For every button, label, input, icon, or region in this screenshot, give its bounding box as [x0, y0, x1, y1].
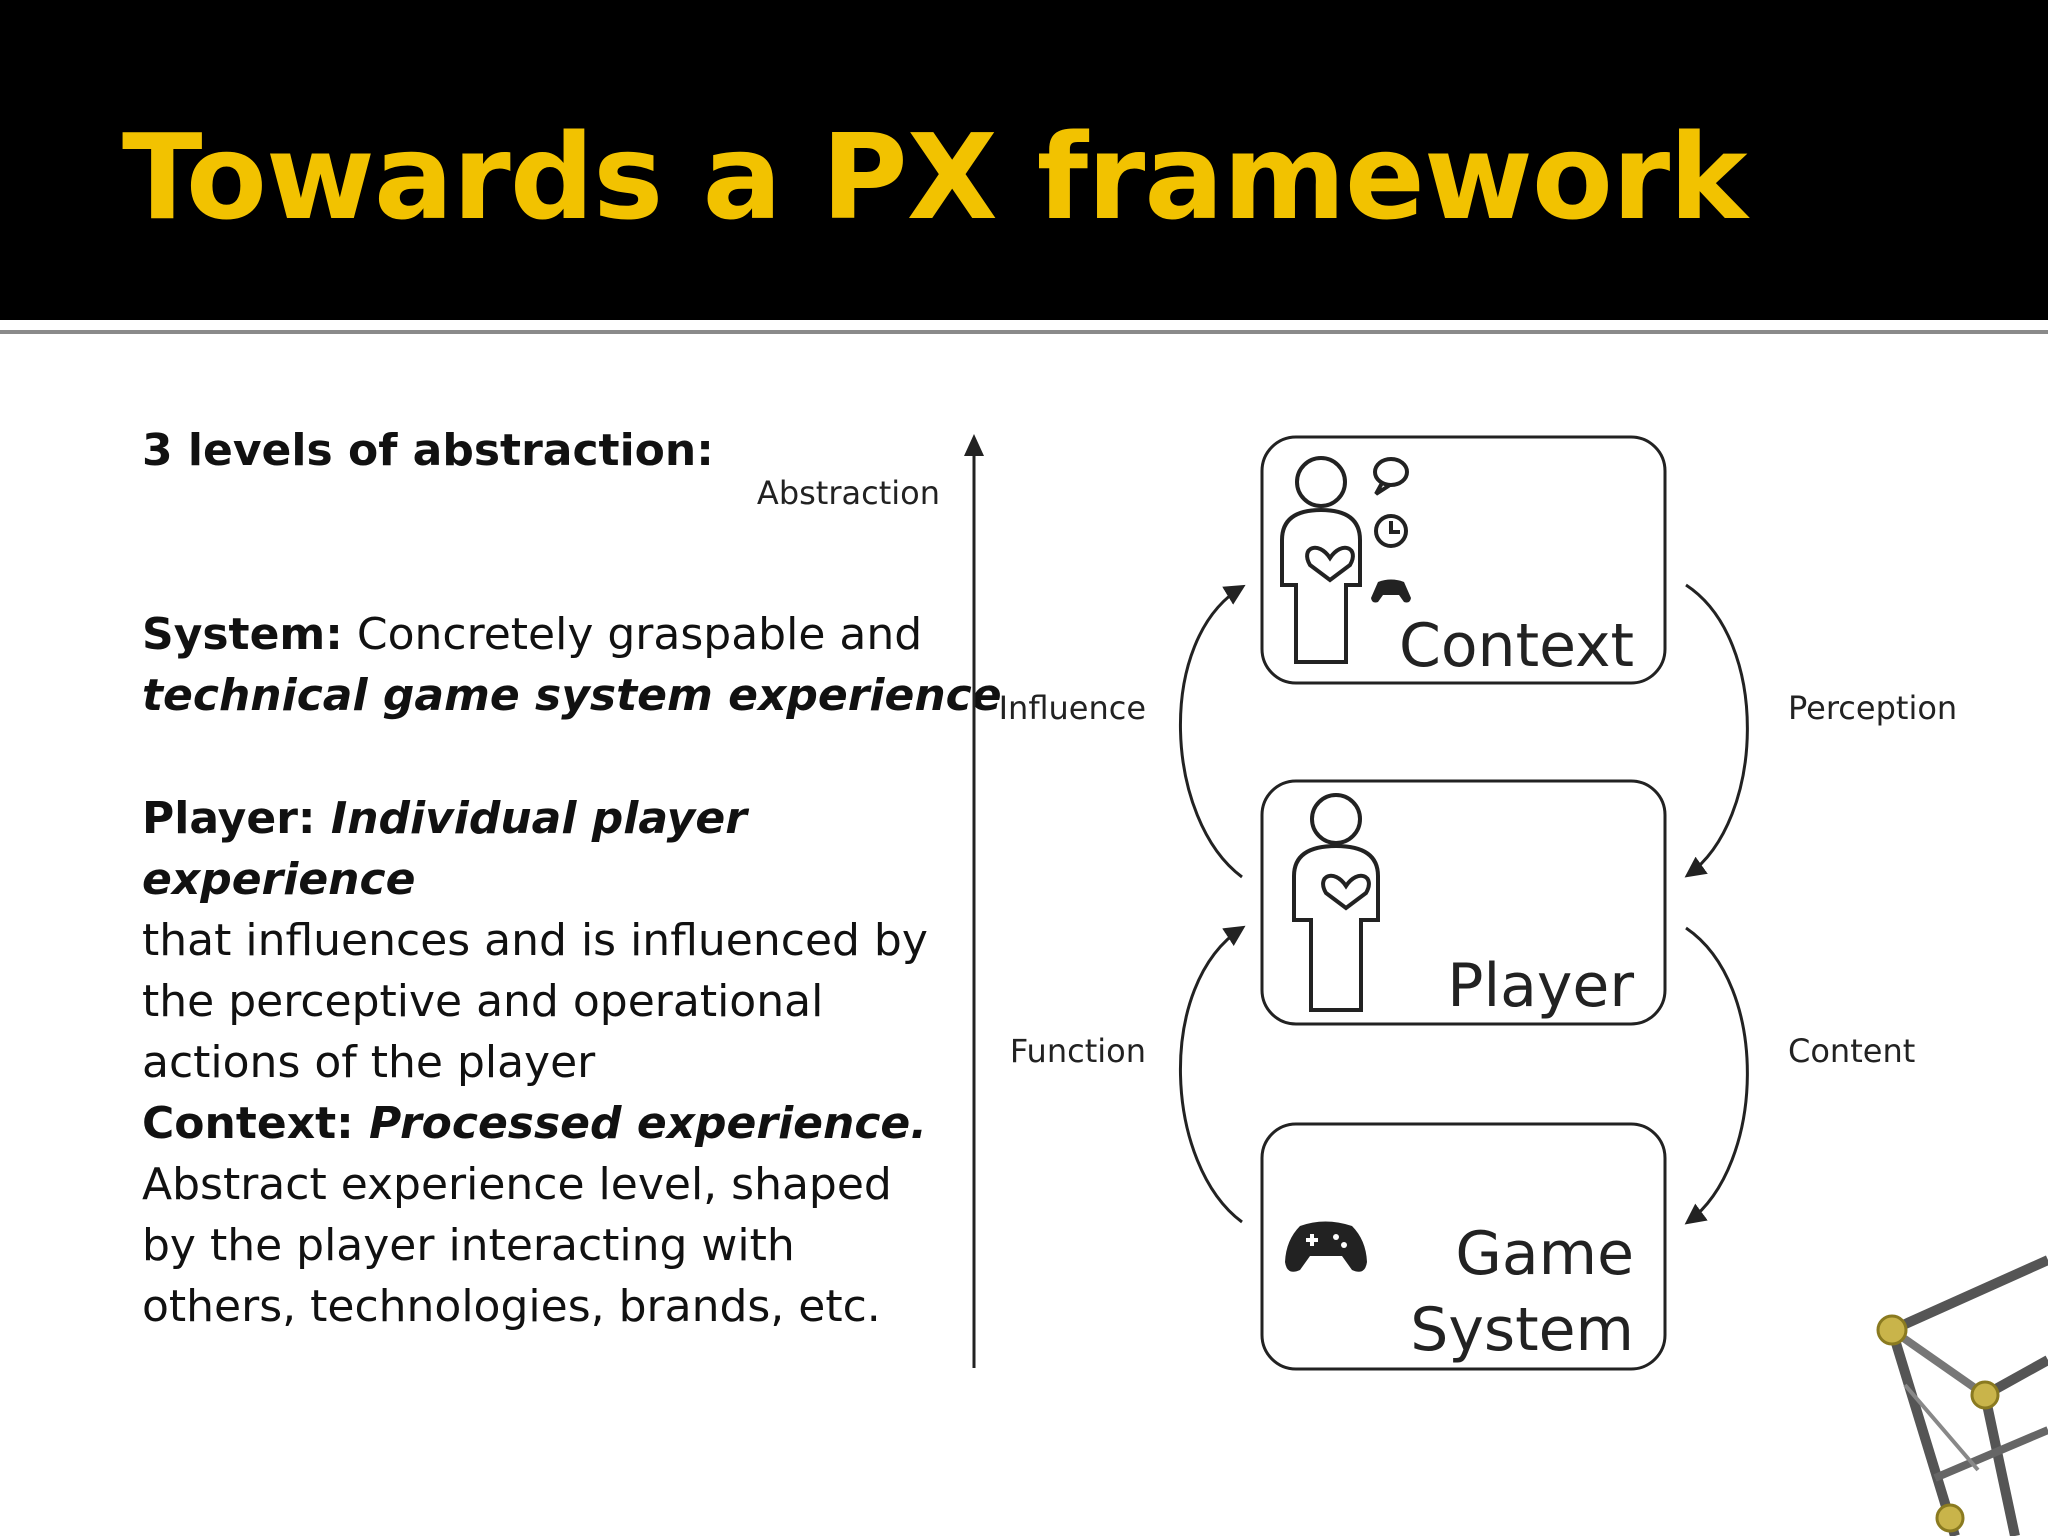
system-emphasis: technical game system experience: [142, 670, 1002, 721]
player-label: Player:: [142, 793, 316, 844]
game-box-label-line2: System: [1410, 1295, 1634, 1365]
context-box: [1260, 435, 1667, 685]
heart-icon: [1321, 873, 1371, 911]
system-paragraph: System: Concretely graspable and technic…: [142, 604, 1002, 726]
game-system-box: [1260, 1122, 1667, 1371]
perception-arrow: [1684, 583, 1749, 878]
heart-icon: [1305, 545, 1355, 583]
person-icon: [1292, 793, 1380, 1012]
slide-title: Towards a PX framework: [122, 108, 1748, 246]
gamepad-button: [1333, 1234, 1339, 1240]
content-label: Content: [1788, 1032, 1915, 1070]
title-bar: [0, 0, 2048, 320]
context-box-label: Context: [1399, 611, 1634, 681]
axis-arrowhead: [964, 434, 984, 456]
player-text: that influences and is influenced by the…: [142, 915, 928, 1088]
clock-icon: [1374, 514, 1408, 548]
gamepad-button: [1341, 1242, 1347, 1248]
influence-label: Influence: [999, 689, 1146, 727]
person-icon: [1280, 456, 1362, 664]
gamepad-dpad: [1306, 1234, 1318, 1246]
content-arrow: [1684, 926, 1749, 1225]
levels-heading: 3 levels of abstraction:: [142, 425, 714, 476]
player-emphasis: Individual player experience: [142, 793, 747, 905]
title-divider: [0, 330, 2048, 334]
context-label: Context:: [142, 1098, 354, 1149]
player-paragraph: Player: Individual player experience tha…: [142, 788, 942, 1093]
player-box-label: Player: [1447, 951, 1634, 1021]
system-text: Concretely graspable and: [342, 609, 923, 660]
perception-label: Perception: [1788, 689, 1957, 727]
gamepad-icon: [1371, 579, 1411, 603]
gamepad-icon: [1285, 1221, 1367, 1272]
system-label: System:: [142, 609, 343, 660]
truss-decoration: [1876, 1255, 2048, 1536]
game-box-label-line1: Game: [1455, 1219, 1634, 1289]
context-emphasis: Processed experience.: [353, 1098, 927, 1149]
speech-bubble-icon: [1373, 457, 1409, 496]
axis-label: Abstraction: [757, 474, 940, 512]
function-label: Function: [1010, 1032, 1146, 1070]
function-arrow: [1179, 925, 1246, 1224]
context-paragraph: Context: Processed experience. Abstract …: [142, 1093, 942, 1337]
influence-arrow: [1179, 584, 1246, 879]
context-text: Abstract experience level, shaped by the…: [142, 1159, 892, 1332]
